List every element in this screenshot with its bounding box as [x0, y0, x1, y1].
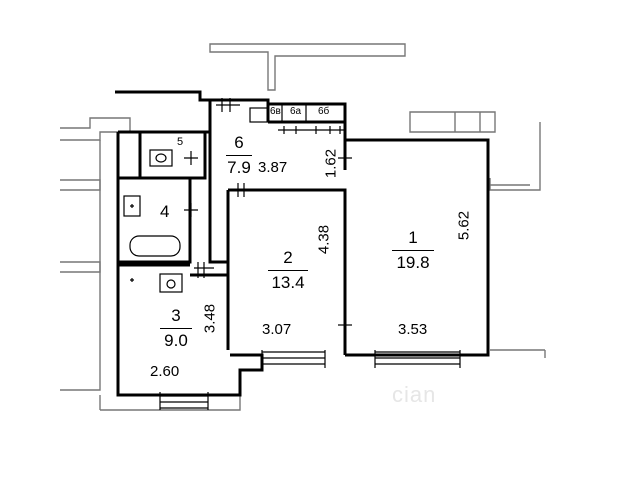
sink-icon — [123, 195, 141, 217]
partition-ticks — [184, 98, 352, 326]
room-2-width-dimension: 3.07 — [262, 321, 292, 338]
room-2-label: 2 13.4 — [268, 248, 308, 293]
washbasin-icon — [159, 273, 183, 293]
room-1-number: 1 — [408, 228, 418, 247]
closet-label-6b: 6б — [318, 106, 330, 117]
room-2-number: 2 — [283, 248, 293, 267]
bathtub-icon — [129, 235, 181, 257]
toilet-icon — [149, 149, 173, 167]
room-3-width-dimension: 2.60 — [150, 363, 180, 380]
room-3-area: 9.0 — [164, 331, 188, 350]
room-3-number: 3 — [171, 306, 181, 325]
room-4-number: 4 — [160, 202, 170, 221]
room-3-height-dimension: 3.48 — [201, 303, 219, 334]
fixtures — [123, 107, 269, 293]
hall-width-dimension: 3.87 — [258, 159, 288, 176]
room-5-number: 5 — [177, 136, 184, 148]
watermark: cian — [392, 382, 437, 407]
room-6-label: 6 7.9 — [226, 133, 252, 178]
closet-label-6a: 6а — [290, 106, 302, 117]
room-1-area: 19.8 — [396, 253, 430, 272]
room-6-number: 6 — [234, 133, 244, 152]
walls — [115, 90, 490, 397]
windows — [159, 350, 461, 410]
room-1-height-dimension: 5.62 — [455, 210, 473, 241]
hall-height-dimension: 1.62 — [322, 148, 340, 179]
room-3-label: 3 9.0 — [160, 306, 192, 351]
room-1-label: 1 19.8 — [392, 228, 434, 273]
room-6-area: 7.9 — [227, 158, 251, 177]
room-2-area: 13.4 — [271, 273, 305, 292]
room-1-width-dimension: 3.53 — [398, 321, 428, 338]
closet-label-6v: 6в — [270, 106, 281, 117]
neighbor-walls — [60, 43, 546, 411]
room-2-height-dimension: 4.38 — [315, 224, 333, 255]
